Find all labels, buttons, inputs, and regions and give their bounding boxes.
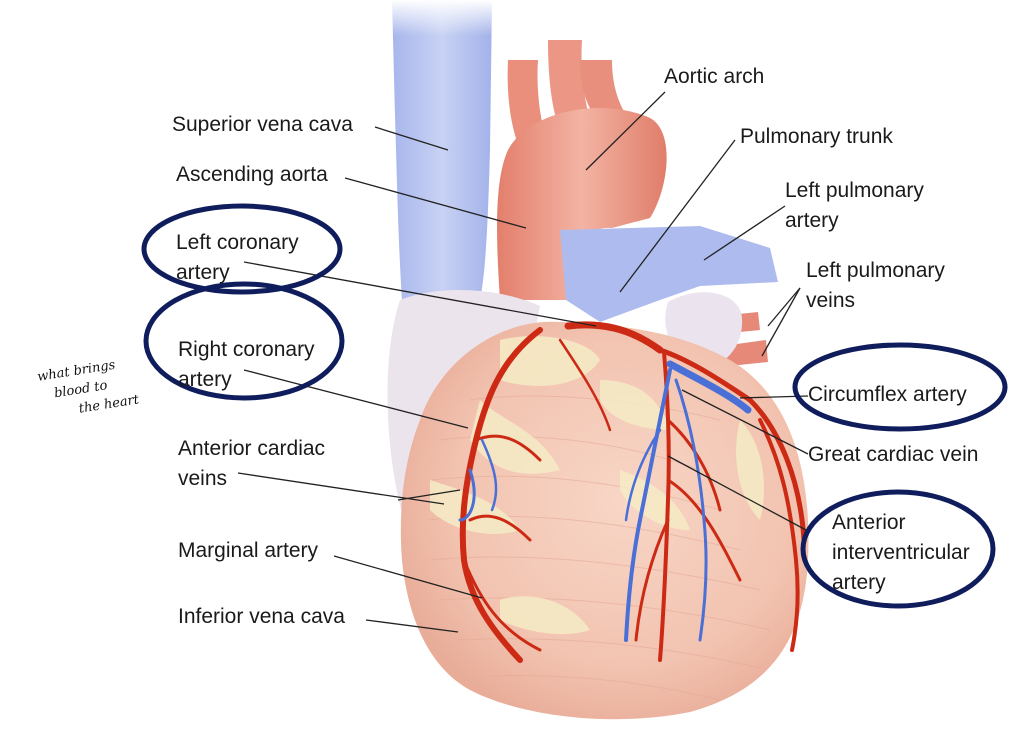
coronary-arteries <box>459 321 807 663</box>
label-left-pulmonary-artery: Left pulmonary artery <box>785 176 924 236</box>
circle-left-coronary <box>141 203 343 295</box>
label-left-pulmonary-veins-line1: Left pulmonary <box>806 259 945 282</box>
label-superior-vena-cava: Superior vena cava <box>172 113 353 136</box>
label-left-pulmonary-veins-line2: veins <box>806 289 856 312</box>
label-inferior-vena-cava: Inferior vena cava <box>178 605 345 628</box>
label-left-coronary-artery-line2: artery <box>176 261 230 284</box>
label-left-pulmonary-artery-line1: Left pulmonary <box>785 179 924 202</box>
label-anterior-cardiac-veins-line1: Anterior cardiac <box>178 437 326 460</box>
circle-right-coronary <box>143 281 345 401</box>
label-aortic-arch: Aortic arch <box>664 65 765 88</box>
label-ascending-aorta: Ascending aorta <box>176 163 328 186</box>
label-anterior-interventricular-artery: Anterior interventricular artery <box>832 508 970 598</box>
label-left-coronary-artery: Left coronary artery <box>176 228 299 288</box>
superior-vena-cava-shape <box>392 0 492 300</box>
label-right-coronary-artery-line2: artery <box>178 368 232 391</box>
label-anterior-cardiac-veins: Anterior cardiac veins <box>178 434 325 494</box>
label-great-cardiac-vein: Great cardiac vein <box>808 443 979 466</box>
label-anterior-interventricular-artery-line2: interventricular <box>832 541 970 564</box>
pulmonary-trunk-shape <box>560 226 778 322</box>
aorta-shape <box>497 108 667 300</box>
label-right-coronary-artery: Right coronary artery <box>178 335 315 395</box>
label-anterior-interventricular-artery-line1: Anterior <box>832 511 906 534</box>
label-left-pulmonary-veins: Left pulmonary veins <box>806 256 945 316</box>
label-left-pulmonary-artery-line2: artery <box>785 209 839 232</box>
leader-lines <box>237 91 809 633</box>
label-pulmonary-trunk: Pulmonary trunk <box>740 125 893 148</box>
circle-interventricular <box>800 489 996 609</box>
label-anterior-cardiac-veins-line2: veins <box>178 467 228 490</box>
aortic-branch-3 <box>580 60 628 122</box>
fat-patches <box>430 336 764 635</box>
circle-circumflex <box>792 342 1008 432</box>
label-circumflex-artery: Circumflex artery <box>808 383 967 406</box>
label-left-coronary-artery-line1: Left coronary <box>176 231 299 254</box>
annotation-circles <box>141 203 1008 609</box>
label-marginal-artery: Marginal artery <box>178 539 319 562</box>
label-anterior-interventricular-artery-line3: artery <box>832 571 886 594</box>
label-right-coronary-artery-line1: Right coronary <box>178 338 315 361</box>
cardiac-veins <box>458 360 752 642</box>
